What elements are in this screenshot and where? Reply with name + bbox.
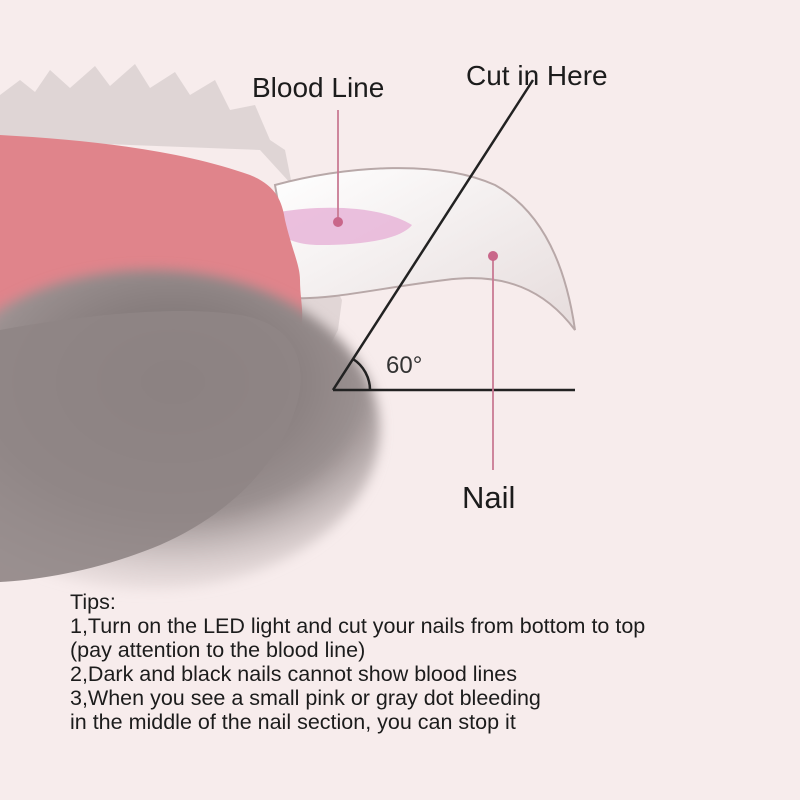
tip-line: 3,When you see a small pink or gray dot … bbox=[70, 686, 541, 710]
tips-section: Tips: 1,Turn on the LED light and cut yo… bbox=[70, 590, 790, 734]
tip-line: 1,Turn on the LED light and cut your nai… bbox=[70, 614, 646, 638]
tips-heading: Tips: bbox=[70, 590, 116, 614]
blood-line-dot bbox=[333, 217, 343, 227]
tip-line: 2,Dark and black nails cannot show blood… bbox=[70, 662, 517, 686]
blood-line-label: Blood Line bbox=[252, 72, 385, 103]
blood-line-shape bbox=[280, 207, 412, 245]
cut-here-label: Cut in Here bbox=[466, 60, 608, 91]
nail-dot bbox=[488, 251, 498, 261]
cut-line bbox=[331, 79, 535, 391]
nail-label: Nail bbox=[462, 480, 516, 515]
fur-tufts-back bbox=[0, 64, 292, 185]
tip-line: (pay attention to the blood line) bbox=[70, 638, 366, 662]
angle-arc bbox=[352, 357, 372, 391]
angle-label: 60° bbox=[386, 352, 423, 379]
fur-gray-body bbox=[0, 310, 301, 582]
tip-line: in the middle of the nail section, you c… bbox=[70, 710, 516, 734]
